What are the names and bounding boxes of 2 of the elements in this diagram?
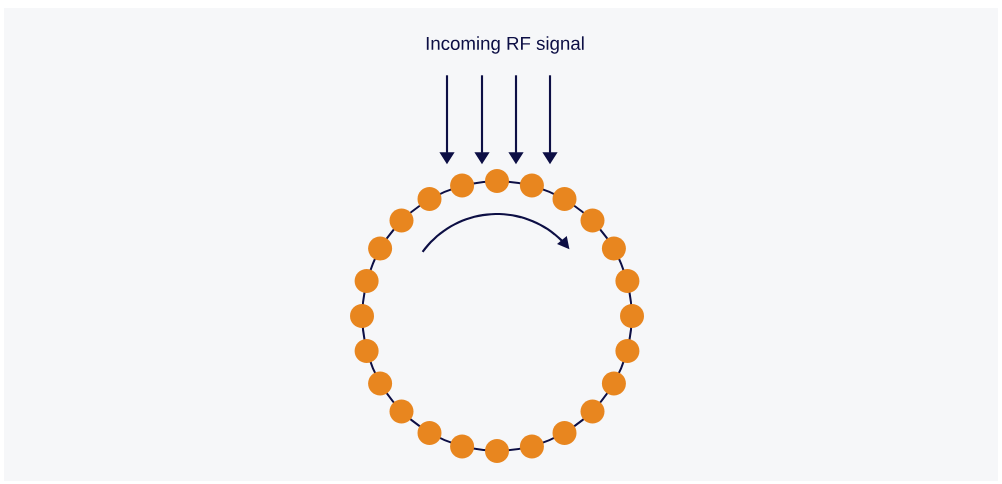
bead-ring-drawing [350,169,644,463]
heading-text: Incoming RF signal [426,36,584,54]
